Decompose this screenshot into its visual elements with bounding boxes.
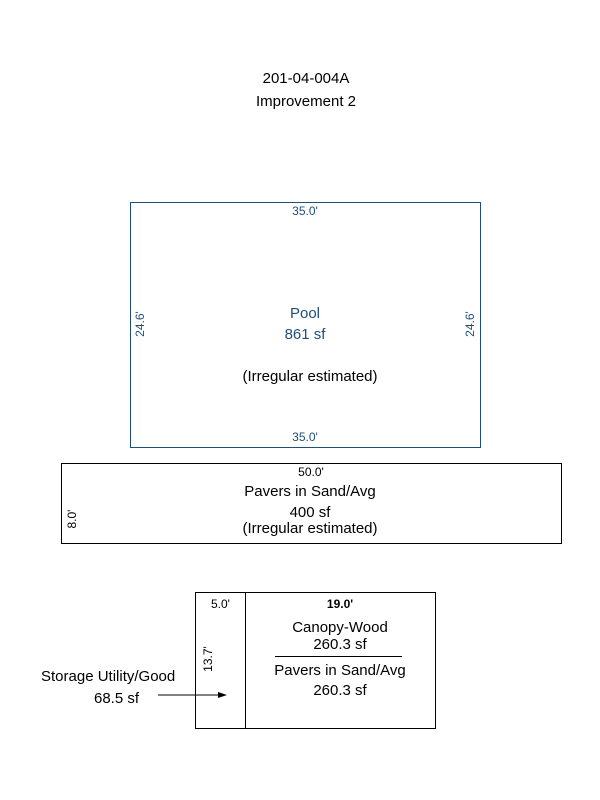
pavers-note: (Irregular estimated) (242, 520, 378, 537)
pool-dim-left: 24.6' (133, 311, 147, 337)
canopy-dim-top: 19.0' (326, 597, 354, 611)
pool-area: 861 sf (284, 326, 326, 343)
storage-dim-top: 5.0' (211, 597, 230, 611)
canopy-sub-label: Pavers in Sand/Avg (274, 662, 406, 679)
storage-dim-side: 13.7' (201, 646, 215, 672)
pavers-outline (61, 463, 562, 544)
pavers-dim-top: 50.0' (298, 465, 324, 479)
pool-note: (Irregular estimated) (242, 368, 378, 385)
pool-dim-top: 35.0' (292, 204, 318, 218)
canopy-sub-area: 260.3 sf (313, 682, 367, 699)
improvement-title: Improvement 2 (255, 93, 357, 110)
parcel-id: 201-04-004A (262, 70, 350, 87)
storage-arrow (158, 692, 227, 698)
pool-dim-right: 24.6' (463, 311, 477, 337)
pool-label: Pool (289, 305, 321, 322)
canopy-label: Canopy-Wood (292, 619, 388, 636)
pool-dim-bottom: 35.0' (292, 430, 318, 444)
storage-label: Storage Utility/Good (41, 668, 176, 685)
pavers-area: 400 sf (289, 504, 331, 521)
pavers-label: Pavers in Sand/Avg (244, 483, 376, 500)
canopy-divider (275, 656, 402, 657)
pavers-dim-left: 8.0' (65, 509, 79, 529)
canopy-outline (245, 592, 436, 729)
pool-outline (130, 202, 481, 448)
storage-area: 68.5 sf (94, 690, 140, 707)
canopy-area: 260.3 sf (313, 636, 367, 653)
